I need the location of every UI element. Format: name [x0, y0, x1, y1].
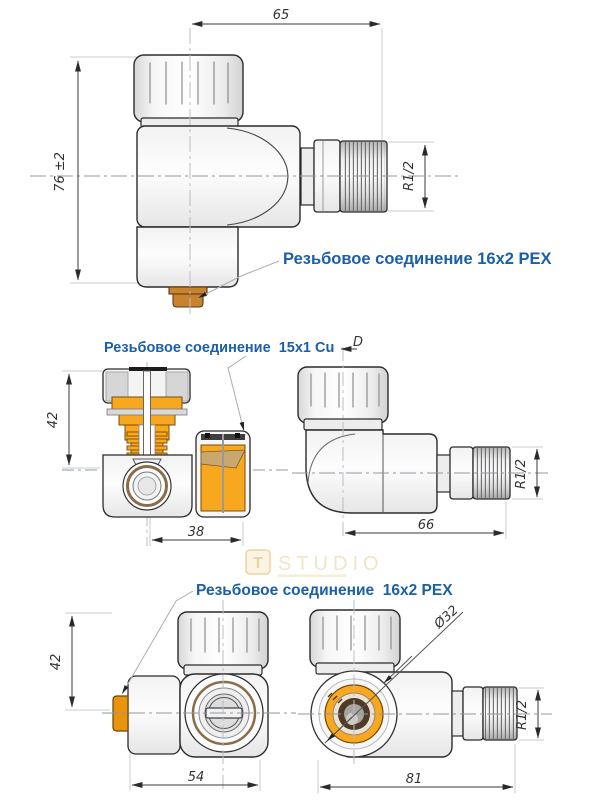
watermark: T STUDIO: [245, 549, 384, 577]
dim-middle-width-label: 38: [188, 525, 205, 540]
elbow-body: [305, 429, 438, 514]
dim-bottom-length-label: 81: [406, 772, 423, 787]
dim-top-width-label: 65: [273, 8, 290, 23]
elbow-arc: [307, 433, 356, 484]
bottom-right-valve-drawing: [309, 609, 518, 758]
dim-knob-diameter-label: D: [353, 335, 363, 350]
bottom-valves-view: Ø32 42 54 81 R1/2 Резьбовое соединение 1…: [49, 582, 552, 793]
inner-bore: [137, 476, 157, 496]
bottom-connection-label: Резьбовое соединение 16x2 PEX: [196, 582, 453, 599]
top-valve-view: 65 76 ±2 R1/2 Резьбовое соединение 16x2 …: [30, 8, 552, 316]
diameter-arrow: [326, 716, 353, 742]
fitting-cutaway: [195, 430, 251, 518]
dim-bottom-thread-label: R1/2: [515, 700, 530, 730]
valve-lower-body: [136, 226, 239, 288]
side-body: [127, 675, 181, 755]
elbow-valve-drawing: [297, 366, 511, 514]
dim-top-thread-label: R1/2: [402, 161, 417, 191]
cap-ribs: [310, 372, 380, 408]
tailpiece: [168, 286, 208, 308]
watermark-text: STUDIO: [278, 553, 384, 575]
dim-bottom-width-label: 54: [188, 770, 205, 785]
leader-line: [197, 260, 280, 299]
bottom-left-valve-drawing: [112, 611, 269, 758]
bore-highlight: [346, 713, 358, 725]
watermark-t: T: [253, 555, 263, 572]
cutaway-valve-drawing: [102, 367, 251, 518]
top-connection-label: Резьбовое соединение 16x2 PEX: [283, 250, 552, 268]
cap-ribs: [322, 615, 392, 651]
diameter-arrow: [383, 655, 413, 684]
watermark-t-box: [245, 549, 271, 575]
leader-line: [227, 355, 247, 432]
dim-middle-length-label: 66: [418, 518, 435, 533]
dim-middle-height-label: 42: [46, 412, 61, 429]
dim-middle-thread-label: R1/2: [514, 459, 529, 489]
watermark-underline: [278, 574, 346, 577]
dim-top-height-label: 76 ±2: [53, 152, 68, 192]
cap-ribs: [190, 617, 260, 653]
cap-top-band: [129, 367, 167, 371]
brass-port: [112, 695, 129, 732]
ring-engraving: [327, 692, 343, 704]
seal-ring: [126, 465, 168, 507]
cap-ribs: [149, 61, 229, 105]
middle-valves-view: 42 38 66 R1/2 D Резьбовое соединение 15x…: [46, 335, 548, 546]
middle-connection-label: Резьбовое соединение 15x1 Cu: [104, 340, 334, 356]
dim-bottom-height-label: 42: [49, 654, 64, 671]
leader-line: [121, 590, 194, 695]
valve-stem: [143, 370, 151, 464]
top-valve-drawing: [133, 54, 388, 308]
